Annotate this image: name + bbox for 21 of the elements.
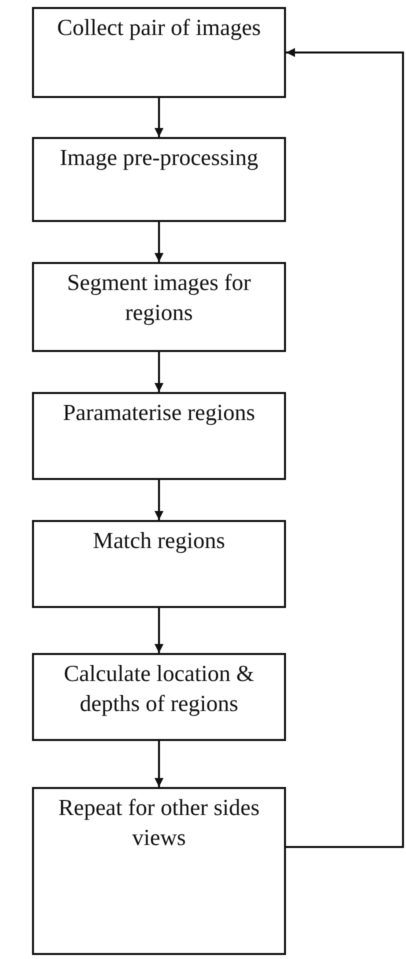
- step-text: Segment images for regions: [66, 269, 252, 327]
- process-box: [32, 137, 286, 222]
- process-box: [32, 653, 286, 741]
- arrow: [154, 480, 164, 520]
- step-text: Calculate location & depths of regions: [62, 660, 256, 718]
- step-text: Match regions: [92, 527, 226, 555]
- step-text: Collect pair of images: [57, 14, 261, 42]
- arrow: [154, 352, 164, 392]
- arrow: [154, 741, 164, 787]
- process-box: [32, 787, 286, 955]
- process-box: [32, 520, 286, 608]
- process-box: [32, 392, 286, 480]
- step-text: Image pre-processing: [60, 144, 258, 172]
- arrow: [154, 222, 164, 262]
- arrow: [154, 608, 164, 653]
- step-text: Paramaterise regions: [62, 399, 256, 427]
- process-box: [32, 7, 286, 98]
- arrow: [286, 48, 404, 848]
- process-box: [32, 262, 286, 352]
- arrow: [154, 98, 164, 137]
- step-text: Repeat for other sides views: [57, 794, 261, 852]
